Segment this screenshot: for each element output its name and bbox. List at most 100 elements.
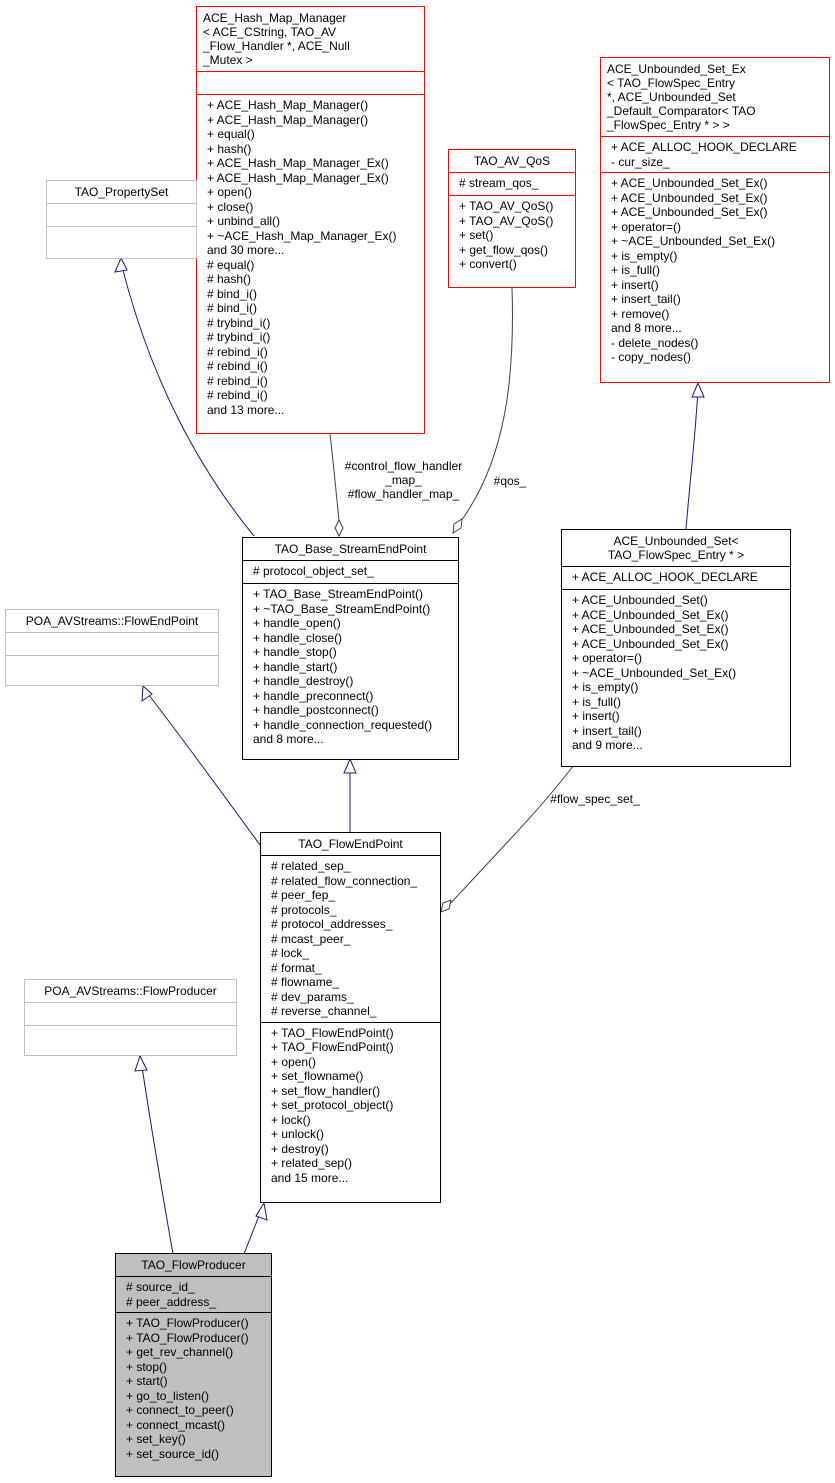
class-operations-section: + TAO_FlowProducer()+ TAO_FlowProducer()… (116, 1312, 271, 1464)
operation-item: + connect_mcast() (126, 1417, 226, 1432)
class-attributes-section (25, 1002, 236, 1025)
attribute-item: # protocol_object_set_ (253, 564, 374, 578)
operation-item: - delete_nodes() (611, 335, 699, 350)
class-flow-producer[interactable]: TAO_FlowProducer # source_id_# peer_addre… (115, 1253, 272, 1477)
operation-item: + operator=() (572, 651, 643, 665)
class-operations-section (25, 1025, 236, 1048)
operation-item: + handle_postconnect() (253, 703, 379, 717)
class-attributes-section: # stream_qos_ (449, 172, 575, 195)
operation-item: + is_full() (572, 694, 622, 709)
operation-item: and 8 more... (611, 321, 682, 335)
operation-item: + unlock() (271, 1127, 325, 1141)
class-title: TAO_AV_QoS (473, 154, 551, 168)
operation-item: + ACE_Hash_Map_Manager() (207, 98, 369, 112)
operation-item: + handle_destroy() (253, 674, 354, 688)
edge-label-flow-spec-set: #flow_spec_set_ (550, 792, 640, 806)
attribute-item: # related_sep_ (271, 859, 351, 873)
attribute-item: # peer_address_ (126, 1294, 217, 1309)
operation-item: + ACE_Hash_Map_Manager_Ex() (207, 156, 389, 170)
class-title: POA_AVStreams::FlowProducer (44, 984, 217, 998)
operation-item: + ACE_Hash_Map_Manager() (207, 112, 369, 127)
operation-item: # rebind_i() (207, 344, 268, 359)
edge-label-qos: #qos_ (493, 474, 527, 488)
operation-item: + set_flow_handler() (271, 1083, 381, 1098)
edge-unboundedset-to-setex (685, 387, 699, 530)
arrowhead-flowendpoint (255, 1201, 268, 1221)
operation-item: + ~ACE_Unbounded_Set_Ex() (572, 665, 737, 680)
operation-item: + ACE_Unbounded_Set_Ex() (611, 205, 768, 219)
class-flow-endpoint[interactable]: TAO_FlowEndPoint# related_sep_# related_… (260, 832, 441, 1203)
operation-item: + convert() (459, 257, 517, 271)
class-operations-section: + TAO_AV_QoS()+ TAO_AV_QoS()+ set()+ get… (449, 195, 575, 275)
arrowhead-poaflowproducer (134, 1054, 148, 1072)
operation-item: + ~ACE_Hash_Map_Manager_Ex() (207, 228, 397, 243)
class-attributes-section: # protocol_object_set_ (243, 560, 458, 583)
edge-label-handler-maps: #control_flow_handler _map_ #flow_handle… (344, 459, 463, 501)
attribute-item: # mcast_peer_ (271, 931, 351, 946)
class-title: ACE_Unbounded_Set_Ex < TAO_FlowSpec_Entr… (607, 62, 756, 132)
operation-item: + handle_start() (253, 659, 338, 674)
arrowhead-setex (691, 381, 705, 398)
operation-item: # trybind_i() (207, 330, 271, 344)
operation-item: + ACE_Unbounded_Set_Ex() (572, 607, 729, 622)
edge-hashmap-usage (329, 433, 340, 522)
operation-item: + lock() (271, 1112, 311, 1127)
class-operations-section: + ACE_Unbounded_Set()+ ACE_Unbounded_Set… (562, 589, 790, 756)
class-attributes-section (47, 203, 196, 226)
class-base-stream-endpoint[interactable]: TAO_Base_StreamEndPoint# protocol_object… (242, 537, 459, 760)
operation-item: + handle_stop() (253, 645, 337, 659)
operation-item: + insert() (572, 709, 620, 723)
operation-item: + set_key() (126, 1432, 186, 1446)
class-attributes-section: # source_id_# peer_address_ (116, 1276, 271, 1312)
operation-item: + TAO_FlowProducer() (126, 1330, 249, 1345)
operation-item: + handle_open() (253, 616, 341, 630)
arrowhead-base (343, 757, 357, 774)
class-title: TAO_FlowProducer (141, 1258, 246, 1272)
class-attributes-section (197, 71, 424, 94)
class-title: TAO_FlowEndPoint (298, 837, 403, 851)
operation-item: and 9 more... (572, 738, 643, 752)
operation-item: + TAO_AV_QoS() (459, 199, 554, 213)
arrowhead-poaflowendpoint (141, 684, 153, 703)
operation-item: # rebind_i() (207, 359, 268, 373)
class-poa-flow-producer[interactable]: POA_AVStreams::FlowProducer (24, 979, 237, 1056)
attribute-item: # peer_fep_ (271, 888, 336, 902)
operation-item: # bind_i() (207, 301, 258, 315)
attribute-item: + ACE_ALLOC_HOOK_DECLARE (572, 570, 758, 584)
operation-item: + TAO_AV_QoS() (459, 213, 554, 228)
class-unbounded-set-ex[interactable]: ACE_Unbounded_Set_Ex < TAO_FlowSpec_Entr… (600, 57, 830, 383)
operation-item: + open() (271, 1054, 317, 1069)
operation-item: + TAO_Base_StreamEndPoint() (253, 587, 423, 601)
operation-item: + insert() (611, 277, 659, 292)
operation-item: # rebind_i() (207, 388, 268, 402)
operation-item: + TAO_FlowProducer() (126, 1316, 249, 1330)
operation-item: # bind_i() (207, 286, 258, 301)
class-poa-flow-endpoint[interactable]: POA_AVStreams::FlowEndPoint (5, 609, 219, 686)
operation-item: + start() (126, 1374, 168, 1388)
edge-qos-usage (460, 287, 513, 522)
operation-item: + is_empty() (611, 248, 678, 263)
class-attributes-section (6, 632, 218, 655)
operation-item: + remove() (611, 306, 670, 321)
class-operations-section: + ACE_Hash_Map_Manager()+ ACE_Hash_Map_M… (197, 94, 424, 420)
class-property-set[interactable]: TAO_PropertySet (46, 180, 197, 259)
operation-item: + set_flowname() (271, 1069, 364, 1083)
attribute-item: # protocol_addresses_ (271, 917, 393, 931)
operation-item: + handle_preconnect() (253, 688, 374, 703)
operation-item: + destroy() (271, 1141, 329, 1156)
operation-item: and 30 more... (207, 243, 285, 257)
operation-item: + get_flow_qos() (459, 242, 549, 257)
class-operations-section: + TAO_Base_StreamEndPoint()+ ~TAO_Base_S… (243, 583, 458, 750)
class-hash-map-manager[interactable]: ACE_Hash_Map_Manager < ACE_CString, TAO_… (196, 6, 425, 434)
class-av-qos[interactable]: TAO_AV_QoS # stream_qos_ + TAO_AV_QoS()+ T… (448, 149, 576, 288)
operation-item: and 15 more... (271, 1170, 349, 1185)
operation-item: + ~TAO_Base_StreamEndPoint() (253, 601, 431, 616)
operation-item: + close() (207, 199, 254, 214)
class-attributes-section: + ACE_ALLOC_HOOK_DECLARE (562, 566, 790, 589)
operation-item: # equal() (207, 257, 255, 272)
operation-item: + handle_connection_requested() (253, 717, 433, 732)
operation-item: + ACE_Unbounded_Set_Ex() (572, 636, 729, 651)
attribute-item: # stream_qos_ (459, 176, 539, 190)
class-unbounded-set[interactable]: ACE_Unbounded_Set< TAO_FlowSpec_Entry * … (561, 529, 791, 767)
attribute-item: + ACE_ALLOC_HOOK_DECLARE (611, 140, 797, 154)
